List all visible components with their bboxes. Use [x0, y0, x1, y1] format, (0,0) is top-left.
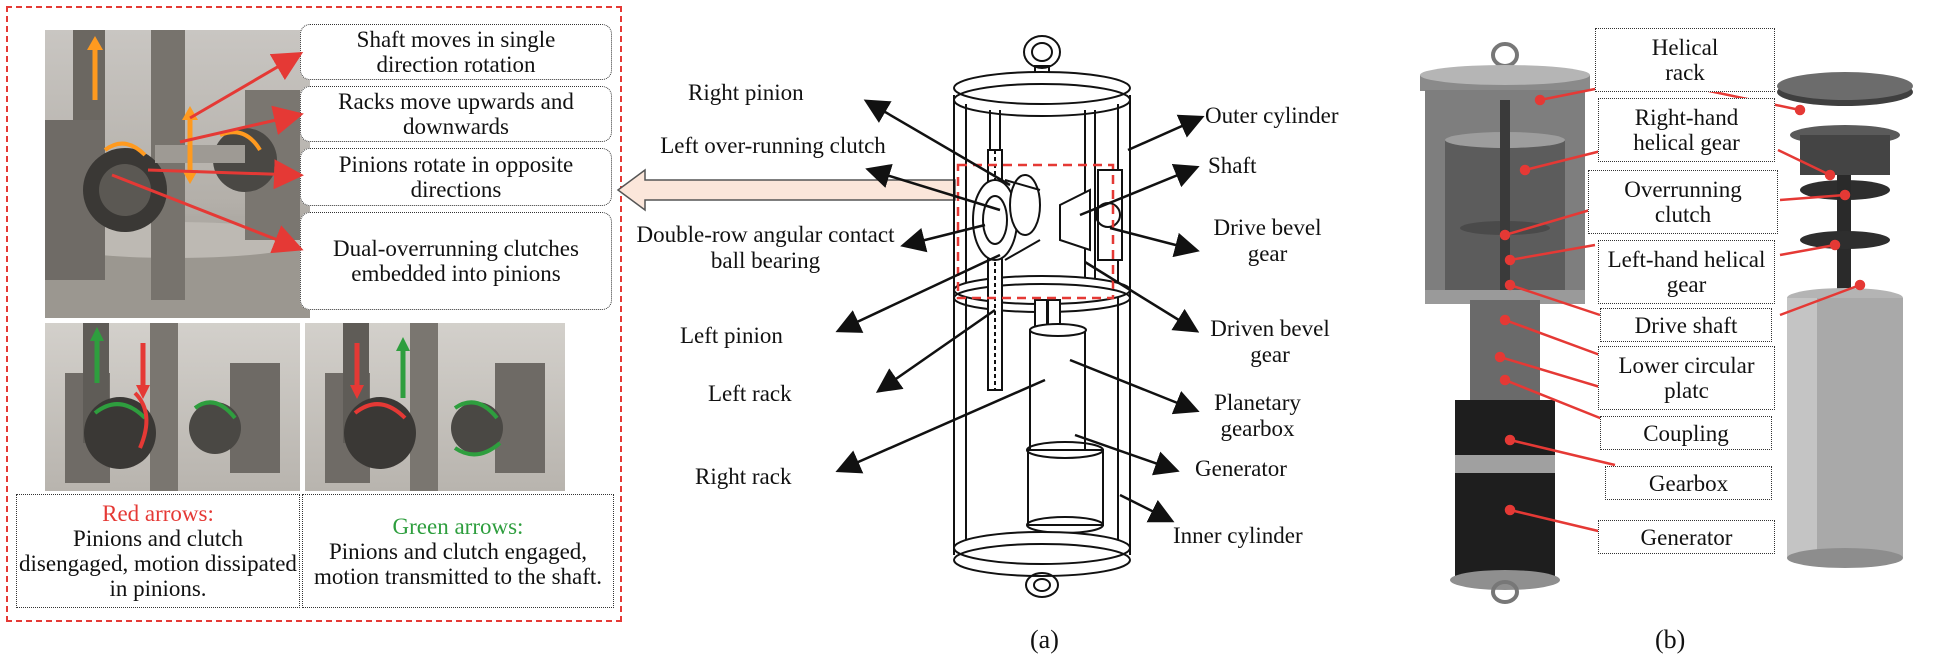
label-left-rack: Left rack — [708, 381, 792, 406]
gear-region-box — [956, 163, 1115, 300]
label-generator-b-text: Generator — [1640, 524, 1733, 550]
callout-pinions-rotate-text: Pinions rotate in opposite directions — [338, 152, 574, 202]
callout-dual-clutches-text: Dual-overrunning clutches embedded into … — [333, 236, 579, 286]
label-left-pinion: Left pinion — [680, 323, 783, 348]
label-gearbox-text: Gearbox — [1648, 470, 1729, 496]
green-arrows-drawing — [325, 323, 545, 491]
panel-a-right-arrows — [1069, 114, 1205, 523]
legend-green-arrows: Green arrows: Pinions and clutch engaged… — [302, 494, 614, 608]
device-outline — [953, 35, 1131, 598]
label-shaft: Shaft — [1208, 153, 1257, 178]
photo-green-arrows — [305, 323, 565, 491]
label-left-clutch-text: Left over-running clutch — [660, 133, 886, 158]
label-left-gear: Left-hand helical gear — [1598, 240, 1775, 304]
photo-mechanism-top — [45, 30, 310, 318]
label-helical-rack: Helical rack — [1595, 28, 1775, 92]
label-right-gear: Right-hand helical gear — [1598, 98, 1775, 162]
legend-red-arrows: Red arrows: Pinions and clutch disengage… — [16, 494, 300, 608]
photo-red-arrows — [45, 323, 300, 491]
label-helical-rack-text: Helical rack — [1651, 35, 1719, 85]
callout-shaft-rotation: Shaft moves in single direction rotation — [300, 24, 612, 80]
label-coupling: Coupling — [1600, 416, 1772, 450]
label-coupling-text: Coupling — [1643, 420, 1729, 446]
label-inner-cylinder: Inner cylinder — [1173, 523, 1303, 548]
label-lower-plate: Lower circular platc — [1598, 346, 1775, 410]
label-right-pinion: Right pinion — [688, 80, 804, 105]
label-left-gear-text: Left-hand helical gear — [1607, 247, 1766, 297]
legend-green-title: Green arrows: — [392, 513, 524, 539]
caption-b: (b) — [1655, 625, 1686, 654]
label-generator-b: Generator — [1598, 520, 1775, 554]
cutaway-housing — [1420, 42, 1590, 604]
label-bearing: Double-row angular contact ball bearing — [628, 222, 903, 274]
exploded-assembly — [1777, 72, 1913, 568]
callout-racks-move-text: Racks move upwards and downwards — [338, 89, 574, 139]
inset-frame — [6, 6, 622, 622]
callout-dual-clutches: Dual-overrunning clutches embedded into … — [300, 212, 612, 310]
legend-green-text: Pinions and clutch engaged, motion trans… — [313, 538, 603, 589]
label-right-rack: Right rack — [695, 464, 792, 489]
caption-a: (a) — [1030, 625, 1059, 654]
label-planetary-text: Planetary gearbox — [1214, 390, 1301, 441]
legend-red-title: Red arrows: — [102, 501, 214, 526]
label-driven-bevel-text: Driven bevel gear — [1210, 316, 1330, 367]
label-bearing-text: Double-row angular contact ball bearing — [636, 222, 895, 273]
label-generator-a: Generator — [1195, 456, 1287, 481]
label-drive-shaft: Drive shaft — [1600, 308, 1772, 342]
legend-red-text: Pinions and clutch disengaged, motion di… — [19, 526, 297, 601]
label-drive-bevel: Drive bevel gear — [1195, 215, 1340, 267]
mechanism-top-drawing — [45, 30, 310, 318]
label-lower-plate-text: Lower circular platc — [1618, 353, 1755, 403]
label-drive-bevel-text: Drive bevel gear — [1213, 215, 1322, 266]
label-drive-shaft-text: Drive shaft — [1634, 312, 1738, 338]
callout-shaft-rotation-text: Shaft moves in single direction rotation — [356, 27, 556, 77]
label-left-clutch: Left over-running clutch — [648, 133, 898, 159]
callout-racks-move: Racks move upwards and downwards — [300, 86, 612, 142]
callout-pinions-rotate: Pinions rotate in opposite directions — [300, 148, 612, 206]
label-driven-bevel: Driven bevel gear — [1195, 316, 1345, 368]
red-arrows-drawing — [65, 323, 280, 491]
label-overrunning-clutch-text: Overrunning clutch — [1624, 177, 1742, 227]
label-gearbox: Gearbox — [1605, 466, 1772, 500]
label-planetary: Planetary gearbox — [1195, 390, 1320, 442]
hollow-arrow — [616, 168, 956, 212]
label-outer-cylinder: Outer cylinder — [1205, 103, 1339, 128]
label-overrunning-clutch: Overrunning clutch — [1588, 170, 1778, 234]
label-right-gear-text: Right-hand helical gear — [1633, 105, 1740, 155]
